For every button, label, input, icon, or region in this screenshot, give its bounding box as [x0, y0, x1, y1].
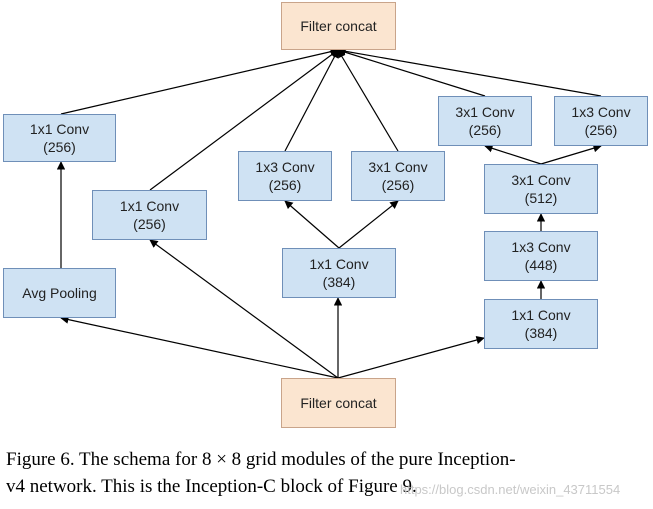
conv-1x1-384-right: 1x1 Conv (384) [484, 299, 598, 349]
edge-right-1x3-to-top [337, 47, 602, 97]
node-label: Avg Pooling [22, 285, 97, 301]
node-filters: (256) [584, 122, 618, 138]
node-filters: (384) [322, 274, 356, 290]
node-filters: (256) [468, 122, 502, 138]
conv-3x1-256-mid: 3x1 Conv (256) [351, 151, 445, 201]
node-label: 3x1 Conv [368, 159, 428, 175]
node-filters: (448) [524, 257, 558, 273]
watermark: https://blog.csdn.net/weixin_43711554 [400, 482, 621, 497]
conv-1x3-256-right: 1x3 Conv (256) [554, 96, 648, 146]
edge-right-3x1-to-top [337, 48, 486, 97]
node-label: 1x1 Conv [29, 121, 90, 137]
node-label: Filter concat [300, 18, 377, 34]
node-label: 1x3 Conv [255, 159, 315, 175]
edge-bottom-to-avgpool [60, 315, 339, 379]
node-filters: (256) [381, 177, 415, 193]
edge-mid-3x1-to-top [337, 49, 399, 152]
edge-direct-to-top [149, 49, 339, 191]
edge-mid-1x1-to-1x3 [284, 200, 340, 249]
figure-caption: Figure 6. The schema for 8 × 8 grid modu… [6, 446, 646, 500]
edge-right-3x1-512-to-3x1 [484, 144, 542, 165]
node-label: 3x1 Conv [511, 172, 571, 188]
edge-bottom-to-right-1x1 [337, 335, 485, 379]
node-filters: (256) [268, 177, 302, 193]
node-filters: (256) [133, 216, 166, 232]
conv-3x1-256-right: 3x1 Conv (256) [438, 96, 532, 146]
conv-1x1-direct: 1x1 Conv (256) [92, 190, 207, 240]
node-label: 1x3 Conv [571, 104, 631, 120]
conv-3x1-512-right: 3x1 Conv (512) [484, 164, 598, 214]
edges-layer [56, 47, 602, 379]
node-filters: (512) [524, 190, 558, 206]
filter-concat-top: Filter concat [281, 2, 396, 50]
conv-1x1-pool-branch: 1x1 Conv (256) [3, 114, 116, 162]
node-filters: (384) [524, 325, 558, 341]
avg-pooling: Avg Pooling [3, 268, 116, 318]
caption-text-start: Figure 6. The schema for [6, 449, 202, 470]
edge-bottom-to-direct [149, 239, 339, 379]
caption-line-2: v4 network. This is the Inception-C bloc… [6, 476, 417, 497]
edge-right-3x1-512-to-1x3 [540, 144, 602, 165]
node-filters: (256) [43, 139, 76, 155]
node-label: 1x1 Conv [119, 198, 180, 214]
conv-1x1-384-mid: 1x1 Conv (384) [282, 248, 396, 298]
edge-pool-branch-to-top [60, 47, 339, 115]
node-label: 1x1 Conv [511, 307, 571, 323]
edge-mid-1x3-to-top [284, 49, 339, 152]
node-label: 1x3 Conv [511, 239, 571, 255]
node-label: 3x1 Conv [455, 104, 515, 120]
node-label: 1x1 Conv [309, 256, 369, 272]
caption-text-end: grid modules of the pure Inception- [241, 449, 516, 470]
filter-concat-bottom: Filter concat [281, 378, 396, 428]
node-label: Filter concat [300, 395, 377, 411]
conv-1x3-448-right: 1x3 Conv (448) [484, 231, 598, 281]
inception-c-diagram: Filter concat 1x1 Conv (256) Avg Pooling… [3, 2, 648, 428]
caption-math: 8 × 8 [201, 449, 242, 470]
conv-1x3-256-mid: 1x3 Conv (256) [238, 151, 332, 201]
edge-mid-1x1-to-3x1 [338, 200, 399, 249]
